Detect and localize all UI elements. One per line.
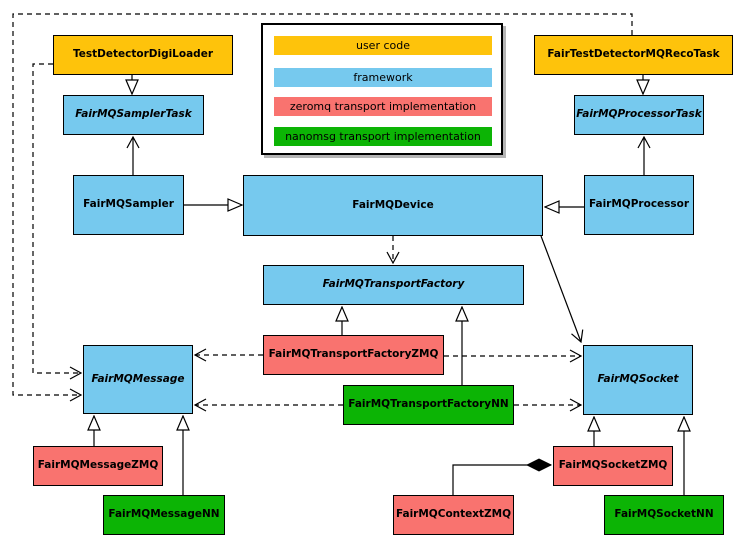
legend-label: nanomsg transport implementation — [285, 130, 481, 143]
node-label: FairTestDetectorMQRecoTask — [547, 48, 720, 61]
node-fairmqtransportfactoryzmq: FairMQTransportFactoryZMQ — [263, 335, 444, 375]
legend-item-zeromq: zeromq transport implementation — [274, 97, 492, 116]
legend: user code framework zeromq transport imp… — [261, 23, 503, 155]
node-label: FairMQMessageZMQ — [37, 459, 159, 472]
node-label: FairMQSocketNN — [614, 508, 714, 521]
node-fairmqtransportfactorynn: FairMQTransportFactoryNN — [343, 385, 514, 425]
node-fairtestdetectormqrecotask: FairTestDetectorMQRecoTask — [534, 35, 733, 75]
node-label: FairMQMessageNN — [108, 508, 220, 521]
node-fairmqsocket: FairMQSocket — [583, 345, 693, 415]
node-fairmqcontextzmq: FairMQContextZMQ — [393, 495, 514, 535]
edge-digiloader-message — [32, 63, 83, 380]
node-label: FairMQSocketZMQ — [558, 459, 668, 472]
node-fairmqmessagenn: FairMQMessageNN — [103, 495, 225, 535]
legend-label: user code — [355, 39, 411, 52]
node-label: FairMQProcessor — [588, 198, 690, 211]
node-label: FairMQMessage — [91, 372, 185, 385]
node-label: TestDetectorDigiLoader — [72, 48, 213, 61]
node-fairmqprocessortask: FairMQProcessorTask — [574, 95, 704, 135]
node-label: FairMQDevice — [352, 198, 434, 211]
node-label: FairMQContextZMQ — [395, 508, 512, 521]
legend-item-user-code: user code — [274, 36, 492, 55]
edge-contextzmq-socketzmq — [452, 465, 551, 495]
node-testdetectordigiloader: TestDetectorDigiLoader — [53, 35, 233, 75]
node-label: FairMQTransportFactoryZMQ — [268, 348, 439, 361]
node-fairmqsocketnn: FairMQSocketNN — [604, 495, 724, 535]
legend-item-framework: framework — [274, 68, 492, 87]
node-fairmqsocketzmq: FairMQSocketZMQ — [553, 446, 673, 486]
legend-label: zeromq transport implementation — [289, 100, 477, 113]
node-label: FairMQTransportFactory — [322, 278, 465, 291]
node-label: FairMQProcessorTask — [576, 108, 702, 121]
node-fairmqdevice: FairMQDevice — [243, 175, 543, 236]
edge-recotask-message — [12, 13, 633, 402]
node-fairmqsampler: FairMQSampler — [73, 175, 184, 235]
node-label: FairMQSampler — [83, 198, 174, 211]
node-fairmqtransportfactory: FairMQTransportFactory — [263, 265, 524, 305]
node-fairmqprocessor: FairMQProcessor — [584, 175, 694, 235]
node-label: FairMQSamplerTask — [75, 108, 192, 121]
node-label: FairMQSocket — [597, 373, 679, 386]
node-fairmqmessagezmq: FairMQMessageZMQ — [33, 446, 163, 486]
edge-device-socket — [540, 235, 584, 344]
node-label: FairMQTransportFactoryNN — [348, 398, 509, 411]
node-fairmqmessage: FairMQMessage — [83, 345, 193, 414]
node-fairmqsamplertask: FairMQSamplerTask — [63, 95, 204, 135]
legend-label: framework — [353, 71, 413, 84]
legend-item-nanomsg: nanomsg transport implementation — [274, 127, 492, 146]
